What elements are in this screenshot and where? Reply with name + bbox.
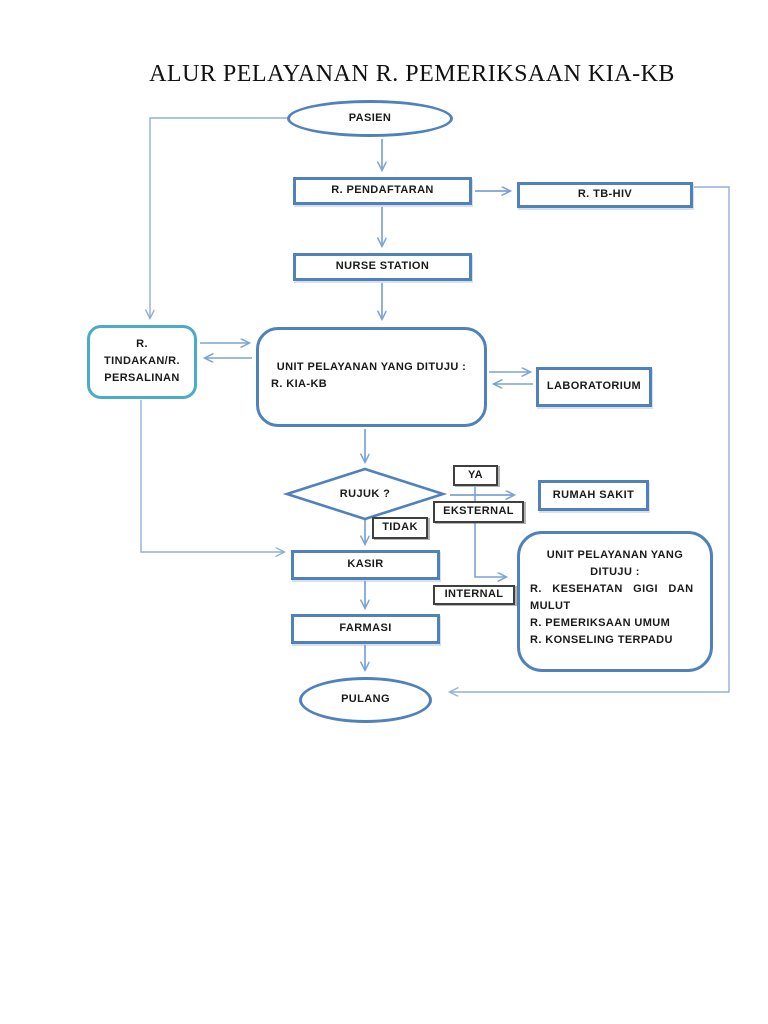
node-pulang: PULANG: [299, 677, 432, 723]
node-tindakan-line1: R.: [136, 338, 148, 350]
node-rumah-sakit: RUMAH SAKIT: [538, 480, 649, 511]
node-tindakan-line3: PERSALINAN: [104, 372, 180, 384]
node-nurse-station-label: NURSE STATION: [335, 260, 430, 273]
node-unit-tujuan-line5: R. PEMERIKSAAN UMUM: [530, 617, 671, 629]
node-tb-hiv-label: R. TB-HIV: [577, 188, 633, 201]
node-rumah-sakit-label: RUMAH SAKIT: [552, 488, 635, 501]
node-unit-tujuan-line4: MULUT: [530, 600, 571, 612]
label-tidak: TIDAK: [372, 517, 428, 539]
node-unit-kia-line1: UNIT PELAYANAN YANG DITUJU :: [276, 361, 467, 373]
node-laboratorium-label: LABORATORIUM: [546, 380, 642, 393]
label-eksternal-text: EKSTERNAL: [443, 505, 514, 518]
node-tindakan-line2: TINDAKAN/R.: [104, 355, 180, 367]
label-ya: YA: [453, 465, 498, 486]
decision-diamond-shape: [282, 467, 448, 521]
label-internal-text: INTERNAL: [444, 588, 504, 601]
label-ya-text: YA: [467, 468, 484, 481]
node-pendaftaran: R. PENDAFTARAN: [293, 177, 472, 205]
node-rujuk-label: RUJUK ?: [339, 488, 391, 500]
node-kasir: KASIR: [291, 550, 440, 580]
node-unit-tujuan-line3: R. KESEHATAN GIGI DAN: [530, 583, 694, 595]
node-pasien: PASIEN: [287, 100, 453, 137]
node-unit-tujuan-line1: UNIT PELAYANAN YANG: [546, 549, 684, 561]
node-unit-pelayanan-tujuan: UNIT PELAYANAN YANG DITUJU : R. KESEHATA…: [517, 531, 713, 672]
arrow-pasien-tindakan: [150, 117, 288, 318]
label-tidak-text: TIDAK: [382, 521, 418, 534]
node-tindakan-persalinan: R. TINDAKAN/R. PERSALINAN: [87, 325, 197, 399]
label-internal: INTERNAL: [433, 585, 515, 605]
node-unit-kia-line2: R. KIA-KB: [271, 378, 328, 391]
label-eksternal: EKSTERNAL: [433, 501, 524, 523]
node-farmasi: FARMASI: [291, 614, 440, 644]
arrow-tbhiv-pulang: [450, 186, 730, 692]
page-title: ALUR PELAYANAN R. PEMERIKSAAN KIA-KB: [149, 61, 675, 87]
node-tb-hiv: R. TB-HIV: [517, 182, 693, 208]
node-unit-pelayanan-kia: UNIT PELAYANAN YANG DITUJU : R. KIA-KB: [256, 327, 487, 427]
node-laboratorium: LABORATORIUM: [536, 367, 652, 407]
node-kasir-label: KASIR: [347, 558, 384, 571]
node-rujuk-decision: RUJUK ?: [305, 483, 425, 505]
node-pasien-label: PASIEN: [348, 111, 392, 124]
node-unit-tujuan-line2: DITUJU :: [590, 566, 640, 578]
node-nurse-station: NURSE STATION: [293, 253, 472, 281]
node-pendaftaran-label: R. PENDAFTARAN: [331, 184, 434, 197]
arrow-tindakan-kasir: [140, 400, 284, 552]
node-unit-tujuan-line6: R. KONSELING TERPADU: [530, 634, 673, 646]
node-farmasi-label: FARMASI: [339, 622, 392, 635]
node-pulang-label: PULANG: [341, 693, 390, 706]
